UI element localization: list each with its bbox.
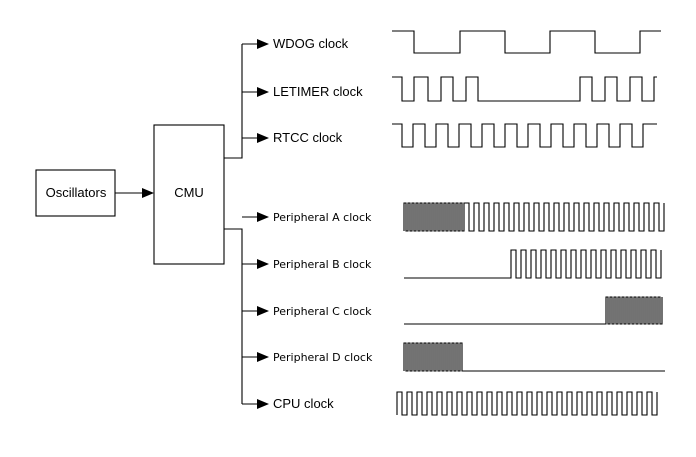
upper-clock-bus (224, 39, 269, 159)
cpu-clock-waveform (396, 391, 658, 416)
peripheral-c-clock-label: Peripheral C clock (273, 305, 372, 318)
wdog-clock-waveform (392, 30, 661, 54)
peripheral-a-clock-label: Peripheral A clock (273, 211, 372, 224)
peripheral-b-clock-waveform (404, 249, 662, 279)
peripheral-b-clock-label: Peripheral B clock (273, 258, 372, 271)
oscillators-label: Oscillators (46, 185, 107, 200)
letimer-clock-waveform (392, 76, 657, 102)
rtcc-clock-label: RTCC clock (273, 130, 343, 145)
cmu-label: CMU (174, 185, 204, 200)
oscillators-block (35, 169, 116, 217)
lower-clock-bus (224, 212, 269, 409)
letimer-clock-label: LETIMER clock (273, 84, 363, 99)
peripheral-a-clock-waveform (403, 202, 665, 232)
peripheral-c-clock-waveform (404, 296, 663, 325)
peripheral-d-clock-label: Peripheral D clock (273, 351, 373, 364)
cpu-clock-label: CPU clock (273, 396, 334, 411)
cmu-block (153, 124, 225, 265)
wdog-clock-label: WDOG clock (273, 36, 349, 51)
peripheral-d-clock-waveform (403, 342, 665, 372)
rtcc-clock-waveform (392, 123, 657, 148)
